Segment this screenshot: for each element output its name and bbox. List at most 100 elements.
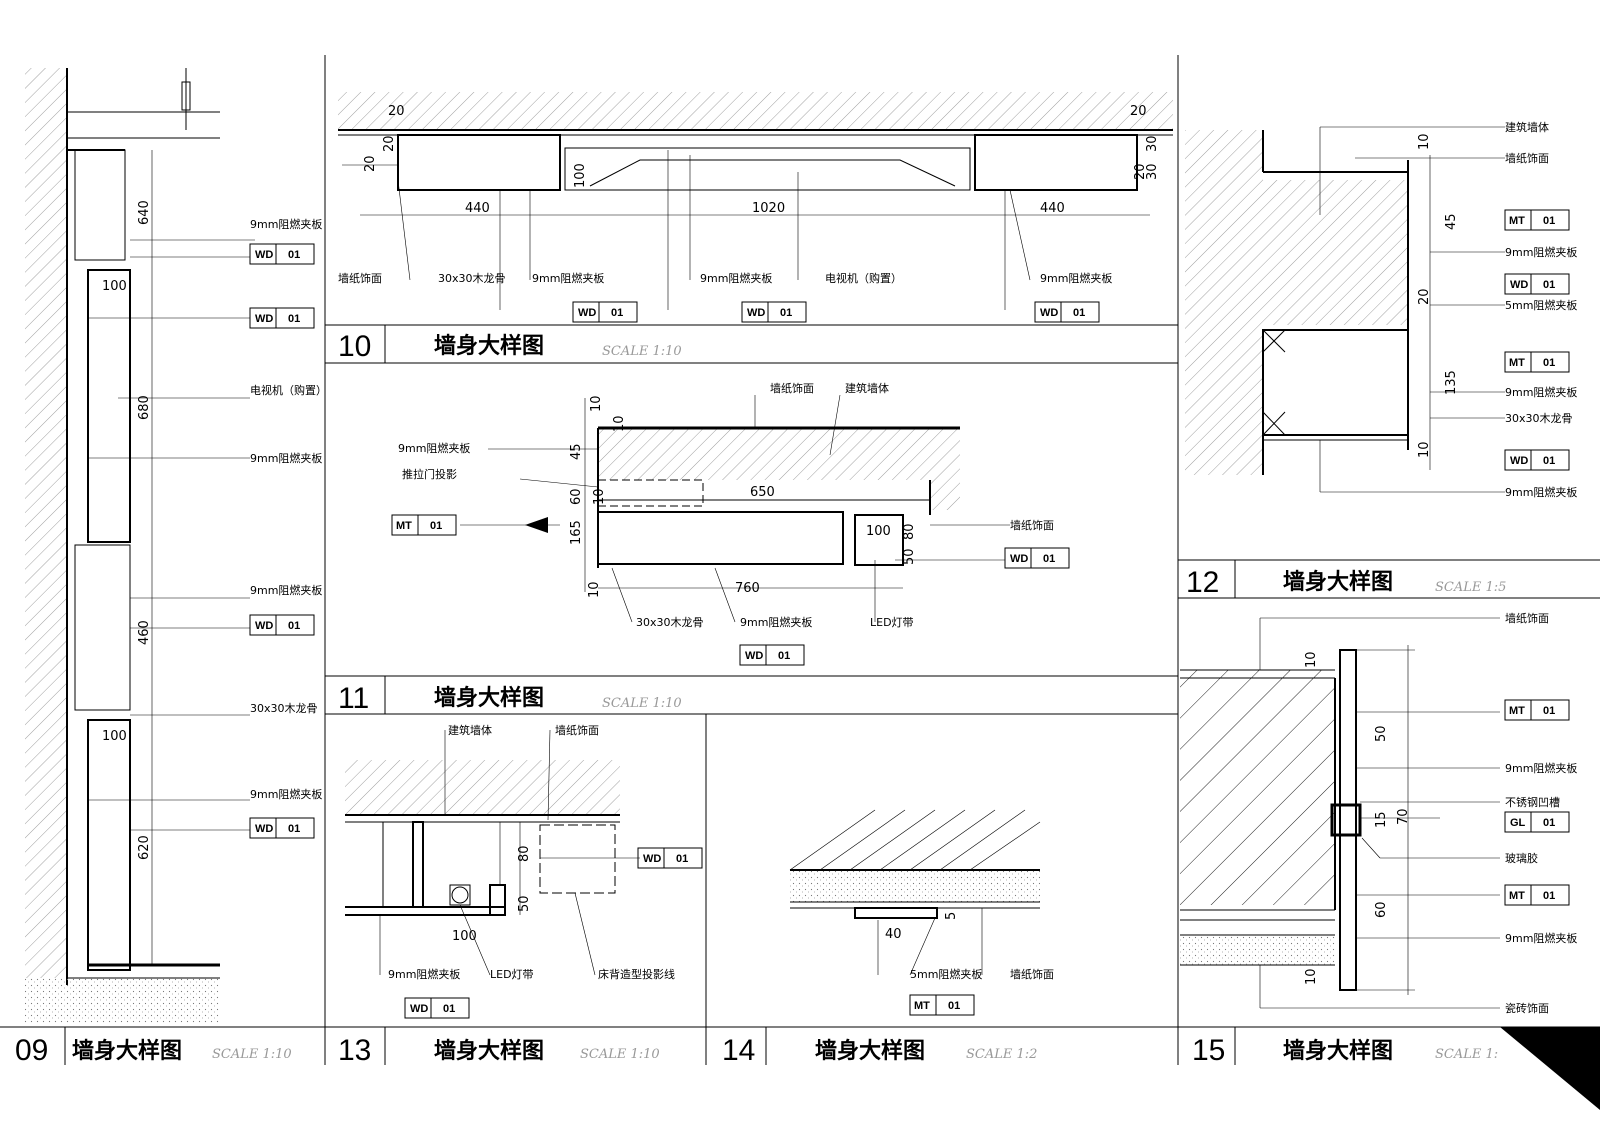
label-panel: 9mm阻燃夹板 xyxy=(740,615,812,629)
label-bed-projection: 床背造型投影线 xyxy=(598,967,675,981)
svg-text:50: 50 xyxy=(1374,725,1389,742)
svg-text:01: 01 xyxy=(288,249,300,261)
svg-text:15: 15 xyxy=(1374,811,1389,828)
svg-text:100: 100 xyxy=(102,729,127,744)
label-wallpaper: 墙纸饰面 xyxy=(1505,611,1549,625)
svg-text:GL: GL xyxy=(1510,817,1526,829)
svg-text:WD: WD xyxy=(255,823,273,835)
svg-text:80: 80 xyxy=(517,845,532,862)
title-block-14: 14 墙身大样图 SCALE 1:2 xyxy=(722,1034,1037,1067)
label-panel: 9mm阻燃夹板 xyxy=(1040,271,1112,285)
label-panel: 9mm阻燃夹板 xyxy=(1505,931,1577,945)
title-block-13: 13 墙身大样图 SCALE 1:10 xyxy=(338,1034,660,1067)
svg-text:680: 680 xyxy=(137,395,152,420)
title-block-15: 15 墙身大样图 SCALE 1: xyxy=(1192,1034,1498,1067)
svg-text:20: 20 xyxy=(1130,104,1147,119)
svg-text:20: 20 xyxy=(1417,288,1432,305)
svg-text:MT: MT xyxy=(1509,705,1525,717)
detail-number: 14 xyxy=(722,1034,755,1067)
svg-text:MT: MT xyxy=(1509,890,1525,902)
detail-number: 13 xyxy=(338,1034,371,1067)
tag-wd: WD 01 xyxy=(249,817,315,839)
svg-text:640: 640 xyxy=(137,200,152,225)
detail-title: 墙身大样图 xyxy=(1283,1038,1393,1064)
svg-text:45: 45 xyxy=(1444,213,1459,230)
label-panel: 9mm阻燃夹板 xyxy=(1505,485,1577,499)
detail-number: 15 xyxy=(1192,1034,1225,1067)
label-panel-5mm: 5mm阻燃夹板 xyxy=(910,967,982,981)
svg-text:80: 80 xyxy=(902,523,917,540)
svg-text:WD: WD xyxy=(1010,553,1028,565)
svg-text:440: 440 xyxy=(1040,201,1065,216)
svg-text:760: 760 xyxy=(735,581,760,596)
label-panel: 9mm阻燃夹板 xyxy=(250,583,322,597)
label-wall: 建筑墙体 xyxy=(1505,120,1549,134)
svg-text:10: 10 xyxy=(1304,651,1319,668)
svg-text:01: 01 xyxy=(443,1003,455,1015)
svg-text:WD: WD xyxy=(410,1003,428,1015)
svg-text:50: 50 xyxy=(517,895,532,912)
svg-text:30: 30 xyxy=(1145,163,1160,180)
svg-text:100: 100 xyxy=(452,929,477,944)
label-keel: 30x30木龙骨 xyxy=(1505,412,1573,425)
detail-11: 墙纸饰面 建筑墙体 9mm阻燃夹板 推拉门投影 墙纸饰面 30x30木龙骨 9m… xyxy=(391,381,1070,666)
tag-wd: WD 01 xyxy=(1504,273,1570,295)
svg-text:70: 70 xyxy=(1396,808,1411,825)
detail-scale: SCALE 1:5 xyxy=(1435,580,1506,595)
svg-text:01: 01 xyxy=(430,520,442,532)
svg-text:40: 40 xyxy=(885,927,902,942)
label-keel: 30x30木龙骨 xyxy=(438,272,506,285)
title-block-11: 11 墙身大样图 SCALE 1:10 xyxy=(338,682,682,715)
svg-text:50: 50 xyxy=(902,548,917,565)
svg-text:01: 01 xyxy=(288,823,300,835)
detail-scale: SCALE 1:10 xyxy=(602,696,682,711)
svg-text:WD: WD xyxy=(1040,307,1058,319)
svg-text:MT: MT xyxy=(914,1000,930,1012)
svg-text:20: 20 xyxy=(1133,163,1148,180)
detail-scale: SCALE 1:2 xyxy=(966,1047,1037,1062)
svg-text:440: 440 xyxy=(465,201,490,216)
svg-text:10: 10 xyxy=(1304,968,1319,985)
label-led: LED灯带 xyxy=(870,616,914,629)
detail-title: 墙身大样图 xyxy=(1283,569,1393,595)
label-tv: 电视机（购置） xyxy=(825,271,902,285)
svg-text:10: 10 xyxy=(589,395,604,412)
detail-title: 墙身大样图 xyxy=(434,333,544,359)
title-block-10: 10 墙身大样图 SCALE 1:10 xyxy=(338,330,682,363)
svg-text:10: 10 xyxy=(612,415,627,432)
label-keel: 30x30木龙骨 xyxy=(250,702,318,715)
svg-text:620: 620 xyxy=(137,835,152,860)
svg-text:01: 01 xyxy=(778,650,790,662)
svg-text:20: 20 xyxy=(388,104,405,119)
svg-text:WD: WD xyxy=(1510,279,1528,291)
svg-text:01: 01 xyxy=(1543,279,1555,291)
svg-text:01: 01 xyxy=(948,1000,960,1012)
svg-text:20: 20 xyxy=(382,135,397,152)
label-panel: 9mm阻燃夹板 xyxy=(388,967,460,981)
label-panel: 9mm阻燃夹板 xyxy=(1505,245,1577,259)
label-panel: 9mm阻燃夹板 xyxy=(1505,385,1577,399)
svg-text:01: 01 xyxy=(1543,817,1555,829)
svg-text:01: 01 xyxy=(1543,357,1555,369)
svg-text:5: 5 xyxy=(944,912,959,920)
svg-text:460: 460 xyxy=(137,620,152,645)
detail-scale: SCALE 1: xyxy=(1435,1047,1498,1062)
label-wall: 建筑墙体 xyxy=(845,381,889,395)
svg-text:10: 10 xyxy=(587,581,602,598)
label-glass-glue: 玻璃胶 xyxy=(1505,851,1538,865)
svg-text:45: 45 xyxy=(569,443,584,460)
svg-text:01: 01 xyxy=(1043,553,1055,565)
